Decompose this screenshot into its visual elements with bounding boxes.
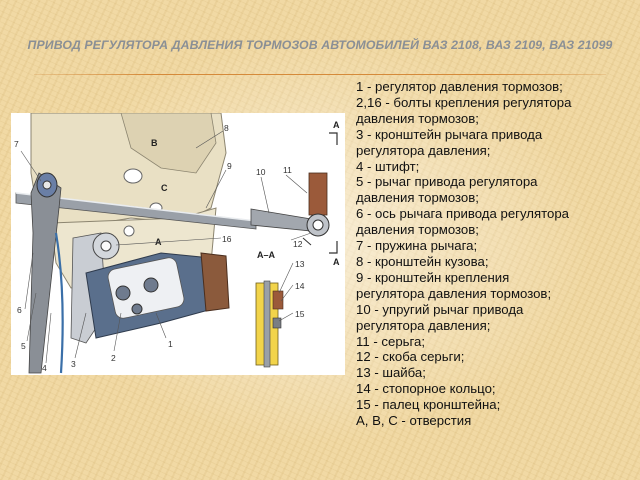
- legend-line: 14 - стопорное кольцо;: [356, 381, 496, 397]
- callout-16: 16: [222, 234, 232, 244]
- hole-b: [123, 168, 143, 184]
- brake-regulator-drive-drawing: А А А–А B C A 1 2 3 4: [14, 113, 340, 374]
- legend-line: 8 - кронштейн кузова;: [356, 253, 489, 269]
- legend-line: регулятора давления тормозов;: [356, 285, 552, 301]
- section-title: А–А: [257, 250, 276, 260]
- callout-13: 13: [295, 259, 305, 269]
- section-a-a-pin: [263, 280, 271, 368]
- legend-line: 13 - шайба;: [356, 365, 426, 381]
- callout-8: 8: [224, 123, 229, 133]
- regulator-port-2: [143, 277, 159, 293]
- slide-title: ПРИВОД РЕГУЛЯТОРА ДАВЛЕНИЯ ТОРМОЗОВ АВТО…: [27, 38, 613, 52]
- regulator-port-1: [115, 285, 131, 301]
- legend-line: давления тормозов;: [356, 222, 479, 238]
- hole-label-b: B: [151, 138, 158, 148]
- parts-legend: 1 - регулятор давления тормозов; 2,16 - …: [356, 79, 636, 429]
- callout-9: 9: [227, 161, 232, 171]
- legend-line: регулятора давления;: [356, 317, 491, 333]
- callout-7: 7: [14, 139, 19, 149]
- legend-line: 2,16 - болты крепления регулятора: [356, 94, 572, 110]
- section-arrow-bottom: [329, 241, 338, 254]
- callout-2: 2: [111, 353, 116, 363]
- legend-line: 1 - регулятор давления тормозов;: [356, 79, 563, 94]
- section-a-a-ring: [272, 317, 282, 329]
- legend-line: давления тормозов;: [356, 190, 479, 206]
- drive-lever: [28, 172, 62, 374]
- lever-spring-wire: [54, 232, 64, 374]
- callout-15: 15: [295, 309, 305, 319]
- legend-line: давления тормозов;: [356, 110, 479, 126]
- section-arrow-top: [329, 132, 338, 145]
- callout-6: 6: [17, 305, 22, 315]
- diagram-figure: А А А–А B C A 1 2 3 4: [11, 113, 345, 375]
- section-mark-bottom: А: [333, 257, 340, 267]
- callout-1: 1: [168, 339, 173, 349]
- regulator-end-cap: [200, 252, 230, 312]
- callout-10: 10: [256, 167, 266, 177]
- leader-lines: [20, 130, 312, 364]
- callout-11: 11: [283, 165, 292, 175]
- hole-a: [123, 225, 135, 237]
- legend-line: 11 - серьга;: [356, 333, 426, 349]
- legend-line: 3 - кронштейн рычага привода: [356, 126, 543, 142]
- shackle: [308, 172, 328, 216]
- callout-5: 5: [21, 341, 26, 351]
- legend-line: 10 - упругий рычаг привода: [356, 301, 524, 317]
- regulator-port-3: [131, 303, 143, 315]
- bolt-center: [100, 240, 112, 252]
- shackle-ring-hole: [312, 219, 324, 231]
- hole-label-c: C: [161, 183, 168, 193]
- legend-line: 12 - скоба серьги;: [356, 349, 465, 365]
- elastic-lever: [250, 208, 312, 232]
- legend-line: 4 - штифт;: [356, 158, 420, 174]
- shackle-clip: [302, 237, 312, 246]
- legend-line: 7 - пружина рычага;: [356, 238, 478, 254]
- title-divider: [34, 74, 606, 75]
- legend-line: регулятора давления;: [356, 142, 491, 158]
- section-a-a-washer: [272, 290, 284, 310]
- spring-center: [42, 180, 52, 190]
- bracket-shade: [120, 113, 217, 174]
- legend-line: 9 - кронштейн крепления: [356, 269, 510, 285]
- callout-12: 12: [293, 239, 303, 249]
- callout-4: 4: [42, 363, 47, 373]
- legend-line: 6 - ось рычага привода регулятора: [356, 206, 570, 222]
- legend-line: 5 - рычаг привода регулятора: [356, 174, 538, 190]
- legend-line: 15 - палец кронштейна;: [356, 397, 501, 413]
- section-mark-top: А: [333, 120, 340, 130]
- callout-14: 14: [295, 281, 305, 291]
- legend-line: А, В, С - отверстия: [356, 413, 472, 429]
- callout-3: 3: [71, 359, 76, 369]
